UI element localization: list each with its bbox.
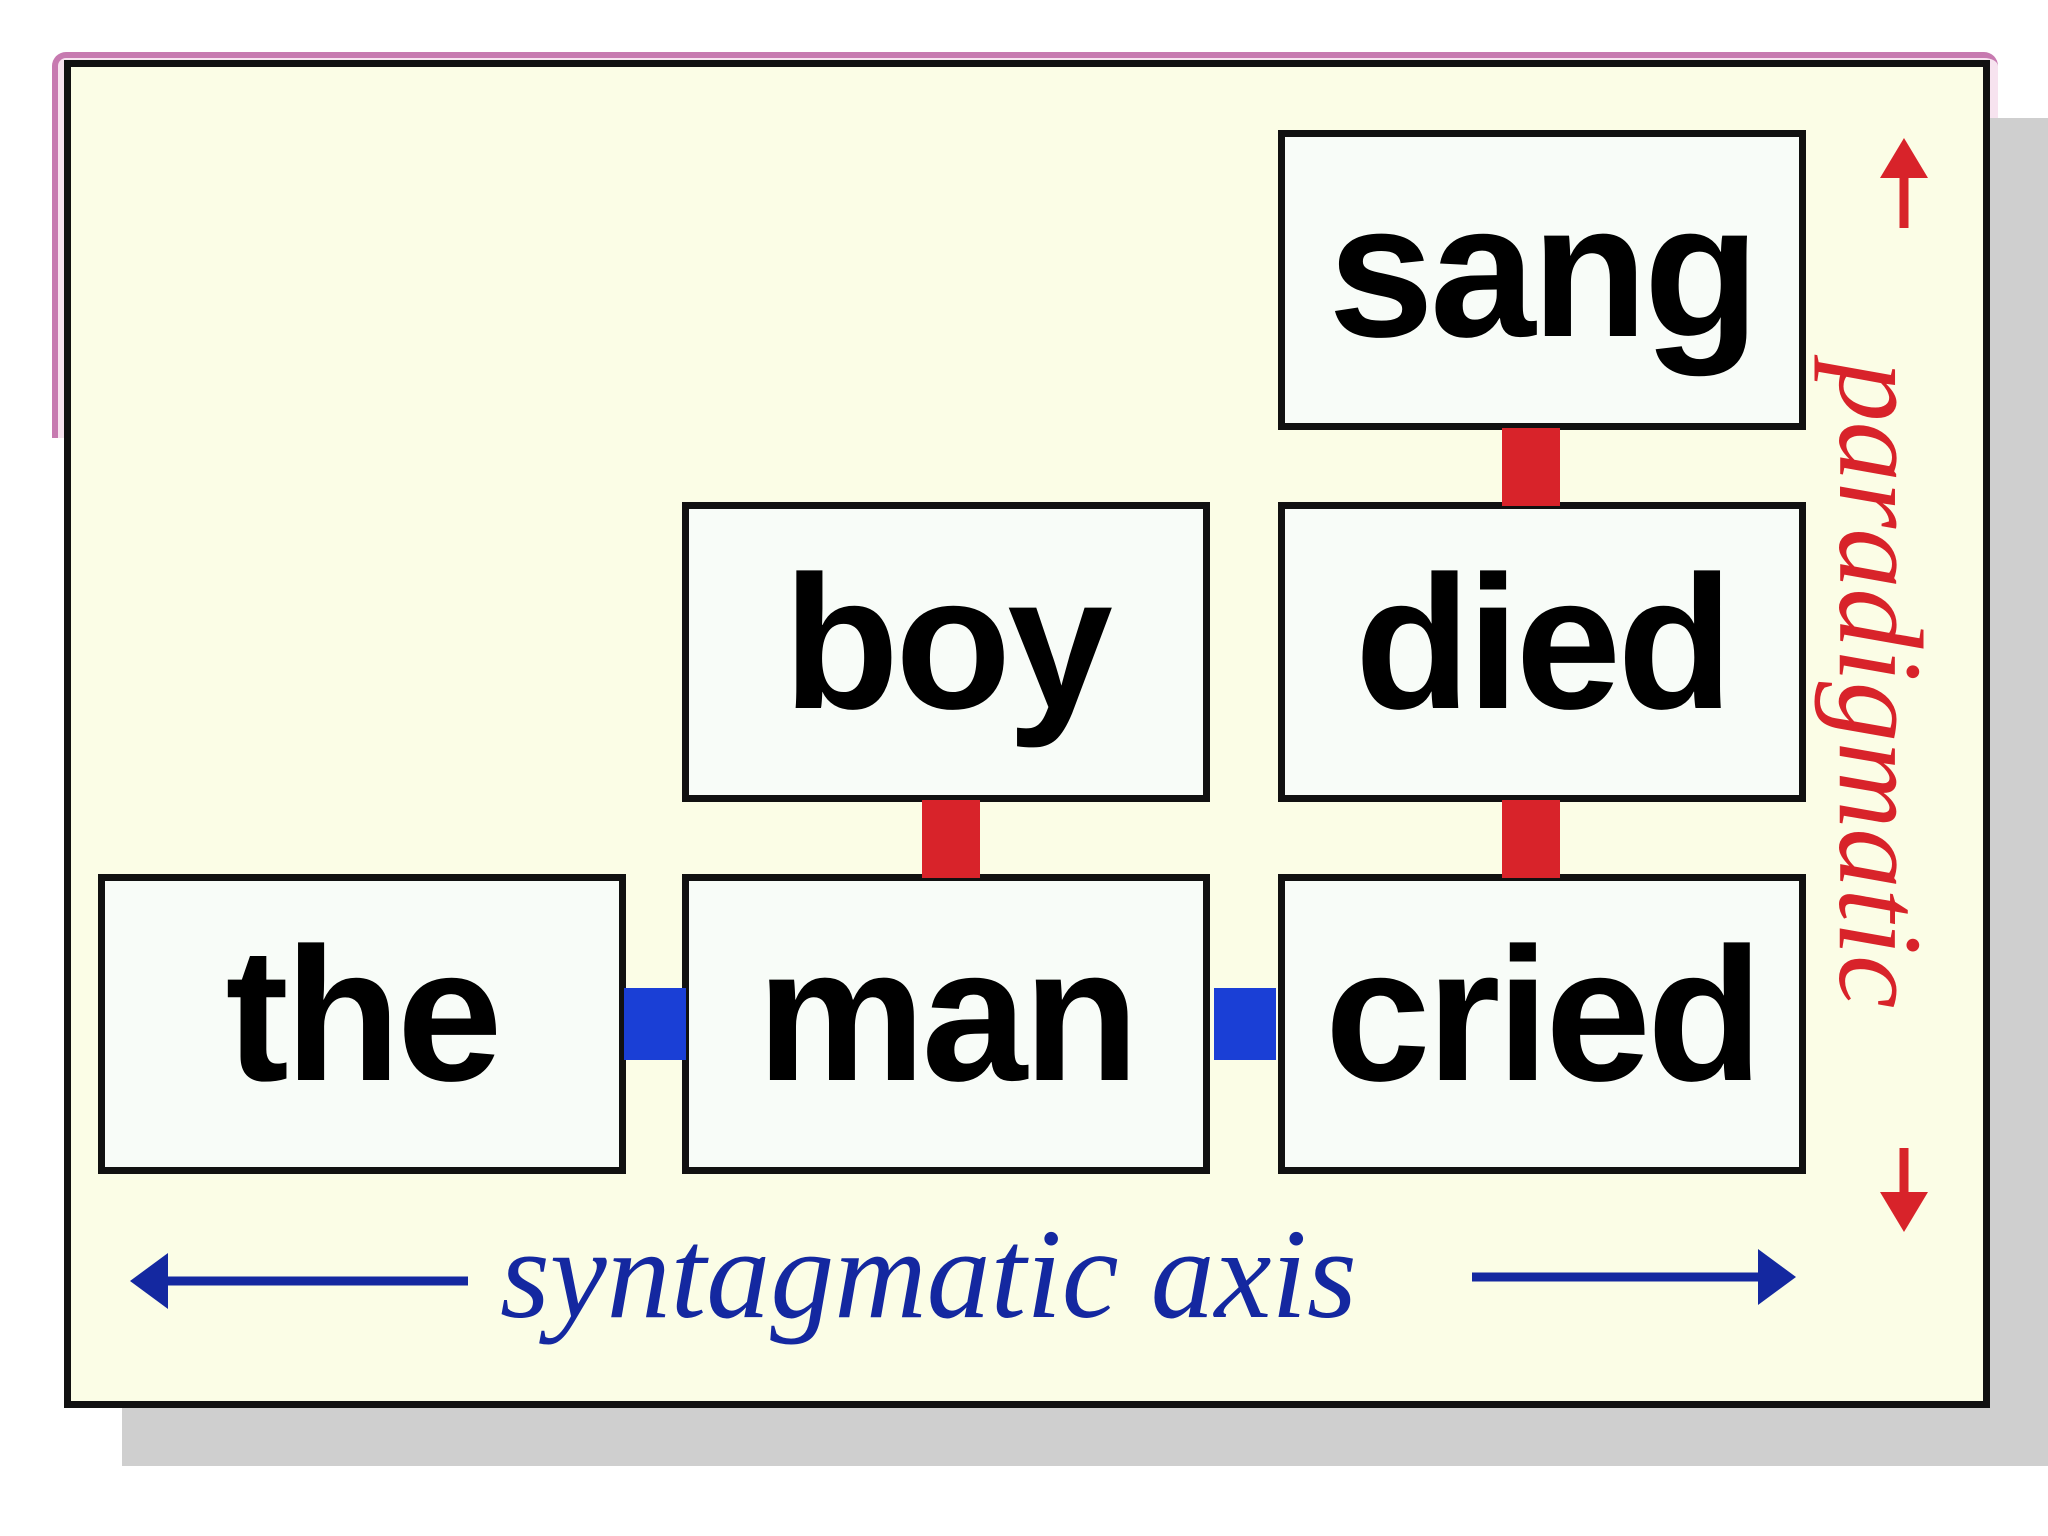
word-box-the: the	[98, 874, 626, 1174]
word-box-cried: cried	[1278, 874, 1806, 1174]
word-box-died: died	[1278, 502, 1806, 802]
link-the-man	[624, 988, 686, 1060]
word-died: died	[1354, 537, 1734, 749]
word-box-man: man	[682, 874, 1210, 1174]
word-box-sang: sang	[1278, 130, 1806, 430]
word-sang: sang	[1328, 165, 1759, 377]
link-died-cried	[1502, 800, 1560, 878]
link-sang-died	[1502, 428, 1560, 506]
paradigmatic-axis-wrap: paradigmatic	[1814, 140, 1947, 1230]
syntagmatic-axis-label: syntagmatic axis	[500, 1203, 1357, 1345]
paradigmatic-axis-label: paradigmatic	[1814, 361, 1947, 1009]
word-box-boy: boy	[682, 502, 1210, 802]
link-man-cried	[1214, 988, 1276, 1060]
link-boy-man	[922, 800, 980, 878]
word-the: the	[225, 909, 503, 1121]
word-cried: cried	[1324, 909, 1763, 1121]
word-boy: boy	[783, 537, 1113, 749]
word-man: man	[756, 909, 1140, 1121]
